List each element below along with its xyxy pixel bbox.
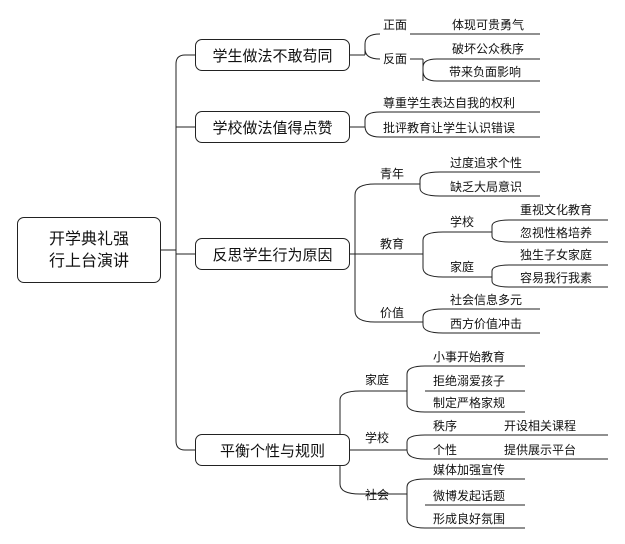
topic-label[interactable]: 制定严格家规	[433, 396, 506, 410]
root-line-1: 开学典礼强	[48, 229, 129, 248]
topic-label[interactable]: 独生子女家庭	[520, 248, 593, 262]
root-line-2: 行上台演讲	[48, 251, 129, 270]
topic-label[interactable]: 形成良好氛围	[433, 512, 506, 526]
root-node[interactable]: 开学典礼强 行上台演讲	[17, 217, 161, 283]
topic-label[interactable]: 社会	[365, 488, 390, 502]
topic-label[interactable]: 带来负面影响	[449, 65, 522, 79]
topic-label[interactable]: 缺乏大局意识	[450, 180, 523, 194]
topic-label[interactable]: 体现可贵勇气	[452, 18, 525, 32]
branch-label-1: 学生做法不敢苟同	[212, 46, 333, 65]
topic-label[interactable]: 个性	[433, 443, 458, 457]
topic-label[interactable]: 尊重学生表达自我的权利	[383, 96, 516, 110]
topic-label[interactable]: 正面	[383, 18, 408, 32]
topic-label[interactable]: 社会信息多元	[450, 293, 523, 307]
branch-label-2: 学校做法值得点赞	[212, 118, 333, 137]
topic-label[interactable]: 价值	[380, 306, 405, 320]
topic-label[interactable]: 过度追求个性	[450, 156, 523, 170]
topic-label[interactable]: 容易我行我素	[520, 271, 593, 285]
topic-label[interactable]: 忽视性格培养	[520, 226, 593, 240]
branch-node-3[interactable]: 反思学生行为原因	[195, 238, 350, 270]
topic-label[interactable]: 秩序	[433, 419, 458, 433]
topic-label[interactable]: 提供展示平台	[504, 443, 577, 457]
topic-label[interactable]: 媒体加强宣传	[433, 463, 506, 477]
topic-label[interactable]: 西方价值冲击	[450, 317, 523, 331]
topic-label[interactable]: 教育	[380, 237, 405, 251]
topic-label[interactable]: 小事开始教育	[433, 350, 506, 364]
topic-label[interactable]: 学校	[450, 215, 475, 229]
topic-label[interactable]: 拒绝溺爱孩子	[433, 374, 506, 388]
topic-label[interactable]: 破坏公众秩序	[452, 42, 525, 56]
branch-label-3: 反思学生行为原因	[212, 245, 333, 264]
topic-label[interactable]: 家庭	[450, 260, 475, 274]
topic-label[interactable]: 重视文化教育	[520, 203, 593, 217]
topic-label[interactable]: 开设相关课程	[504, 419, 577, 433]
topic-label[interactable]: 青年	[380, 167, 405, 181]
topic-label[interactable]: 批评教育让学生认识错误	[383, 121, 516, 135]
branch-node-2[interactable]: 学校做法值得点赞	[195, 111, 350, 143]
branch-node-1[interactable]: 学生做法不敢苟同	[195, 39, 350, 71]
branch-node-4[interactable]: 平衡个性与规则	[195, 434, 350, 466]
topic-label[interactable]: 家庭	[365, 373, 390, 387]
topic-label[interactable]: 微博发起话题	[433, 489, 506, 503]
topic-label[interactable]: 学校	[365, 431, 390, 445]
branch-label-4: 平衡个性与规则	[219, 441, 325, 460]
topic-label[interactable]: 反面	[383, 52, 408, 66]
